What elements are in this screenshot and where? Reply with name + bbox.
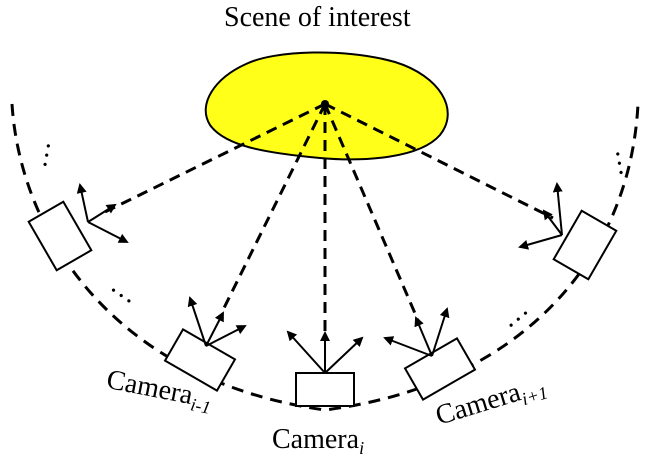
camera-label-subscript: i [359,438,365,458]
camera-i-label: Camerai [272,424,365,458]
camera-i [295,372,355,407]
camera-far-left [27,200,93,272]
ellipsis-top-left: … [21,137,58,171]
camera-i-minus-1-axes [187,296,247,347]
sight-line-right-far [324,102,554,220]
sight-line-left [220,103,327,313]
sight-line-left-far [104,102,326,214]
ellipsis-top-right: … [608,145,645,179]
camera-i-axes [286,330,364,374]
sight-lines [104,102,554,340]
camera-far-right-axes [518,182,563,250]
scene-title: Scene of interest [224,2,411,33]
camera-far-left-axes [76,183,129,243]
camera-label-base: Camera [272,424,360,455]
camera-label-subscript: i-1 [188,394,213,418]
camera-i-plus-1-axes [383,307,450,357]
sight-line-right [323,103,422,326]
camera-far-right [552,209,618,281]
